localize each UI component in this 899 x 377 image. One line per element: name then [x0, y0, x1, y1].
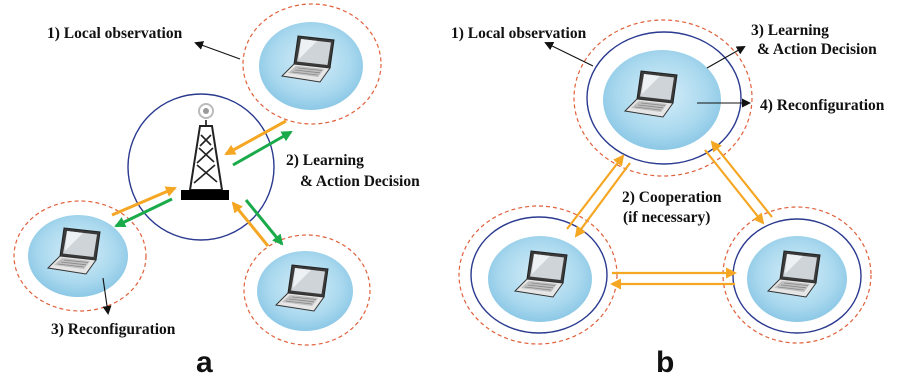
device-bottom-right	[243, 234, 371, 346]
label-if-necessary: (if necessary)	[623, 209, 710, 226]
label-learning: 2) Learning	[286, 152, 364, 169]
cooperation-arrow	[704, 149, 765, 225]
panel-letter-a: a	[196, 346, 213, 377]
device-bottom-left	[13, 200, 147, 312]
panel-a: 1) Local observation 2) Learning & Actio…	[13, 3, 420, 377]
pointer-arrow	[706, 46, 746, 69]
label-action-decision: & Action Decision	[757, 41, 877, 58]
device-bottom-right	[722, 206, 872, 344]
panel-letter-b: b	[656, 346, 674, 377]
downlink-arrow	[232, 130, 293, 167]
label-action-decision: & Action Decision	[300, 173, 420, 190]
cooperation-arrow	[566, 154, 625, 230]
cell-tower-icon	[181, 103, 229, 200]
uplink-arrow	[111, 186, 177, 217]
uplink-arrow	[224, 119, 287, 156]
device-bottom-left	[458, 205, 618, 345]
label-learning: 3) Learning	[751, 22, 829, 39]
device-top-right	[242, 3, 382, 125]
pointer-arrow	[194, 41, 241, 60]
pointer-arrow	[544, 42, 594, 67]
label-local-observation: 1) Local observation	[451, 25, 587, 42]
base-station-coverage	[127, 93, 275, 241]
pointer-arrow	[102, 277, 112, 315]
label-cooperation: 2) Cooperation	[622, 189, 722, 206]
label-reconfiguration: 4) Reconfiguration	[760, 97, 885, 114]
label-local-observation: 1) Local observation	[47, 25, 183, 42]
label-reconfiguration: 3) Reconfiguration	[51, 321, 176, 338]
uplink-arrow	[231, 201, 270, 247]
cooperation-arrow	[710, 140, 773, 218]
downlink-arrow	[244, 199, 284, 246]
panel-b: 1) Local observation 3) Learning & Actio…	[451, 19, 885, 377]
cooperation-arrow	[574, 162, 631, 238]
device-top	[573, 19, 753, 177]
downlink-arrow	[114, 197, 173, 228]
